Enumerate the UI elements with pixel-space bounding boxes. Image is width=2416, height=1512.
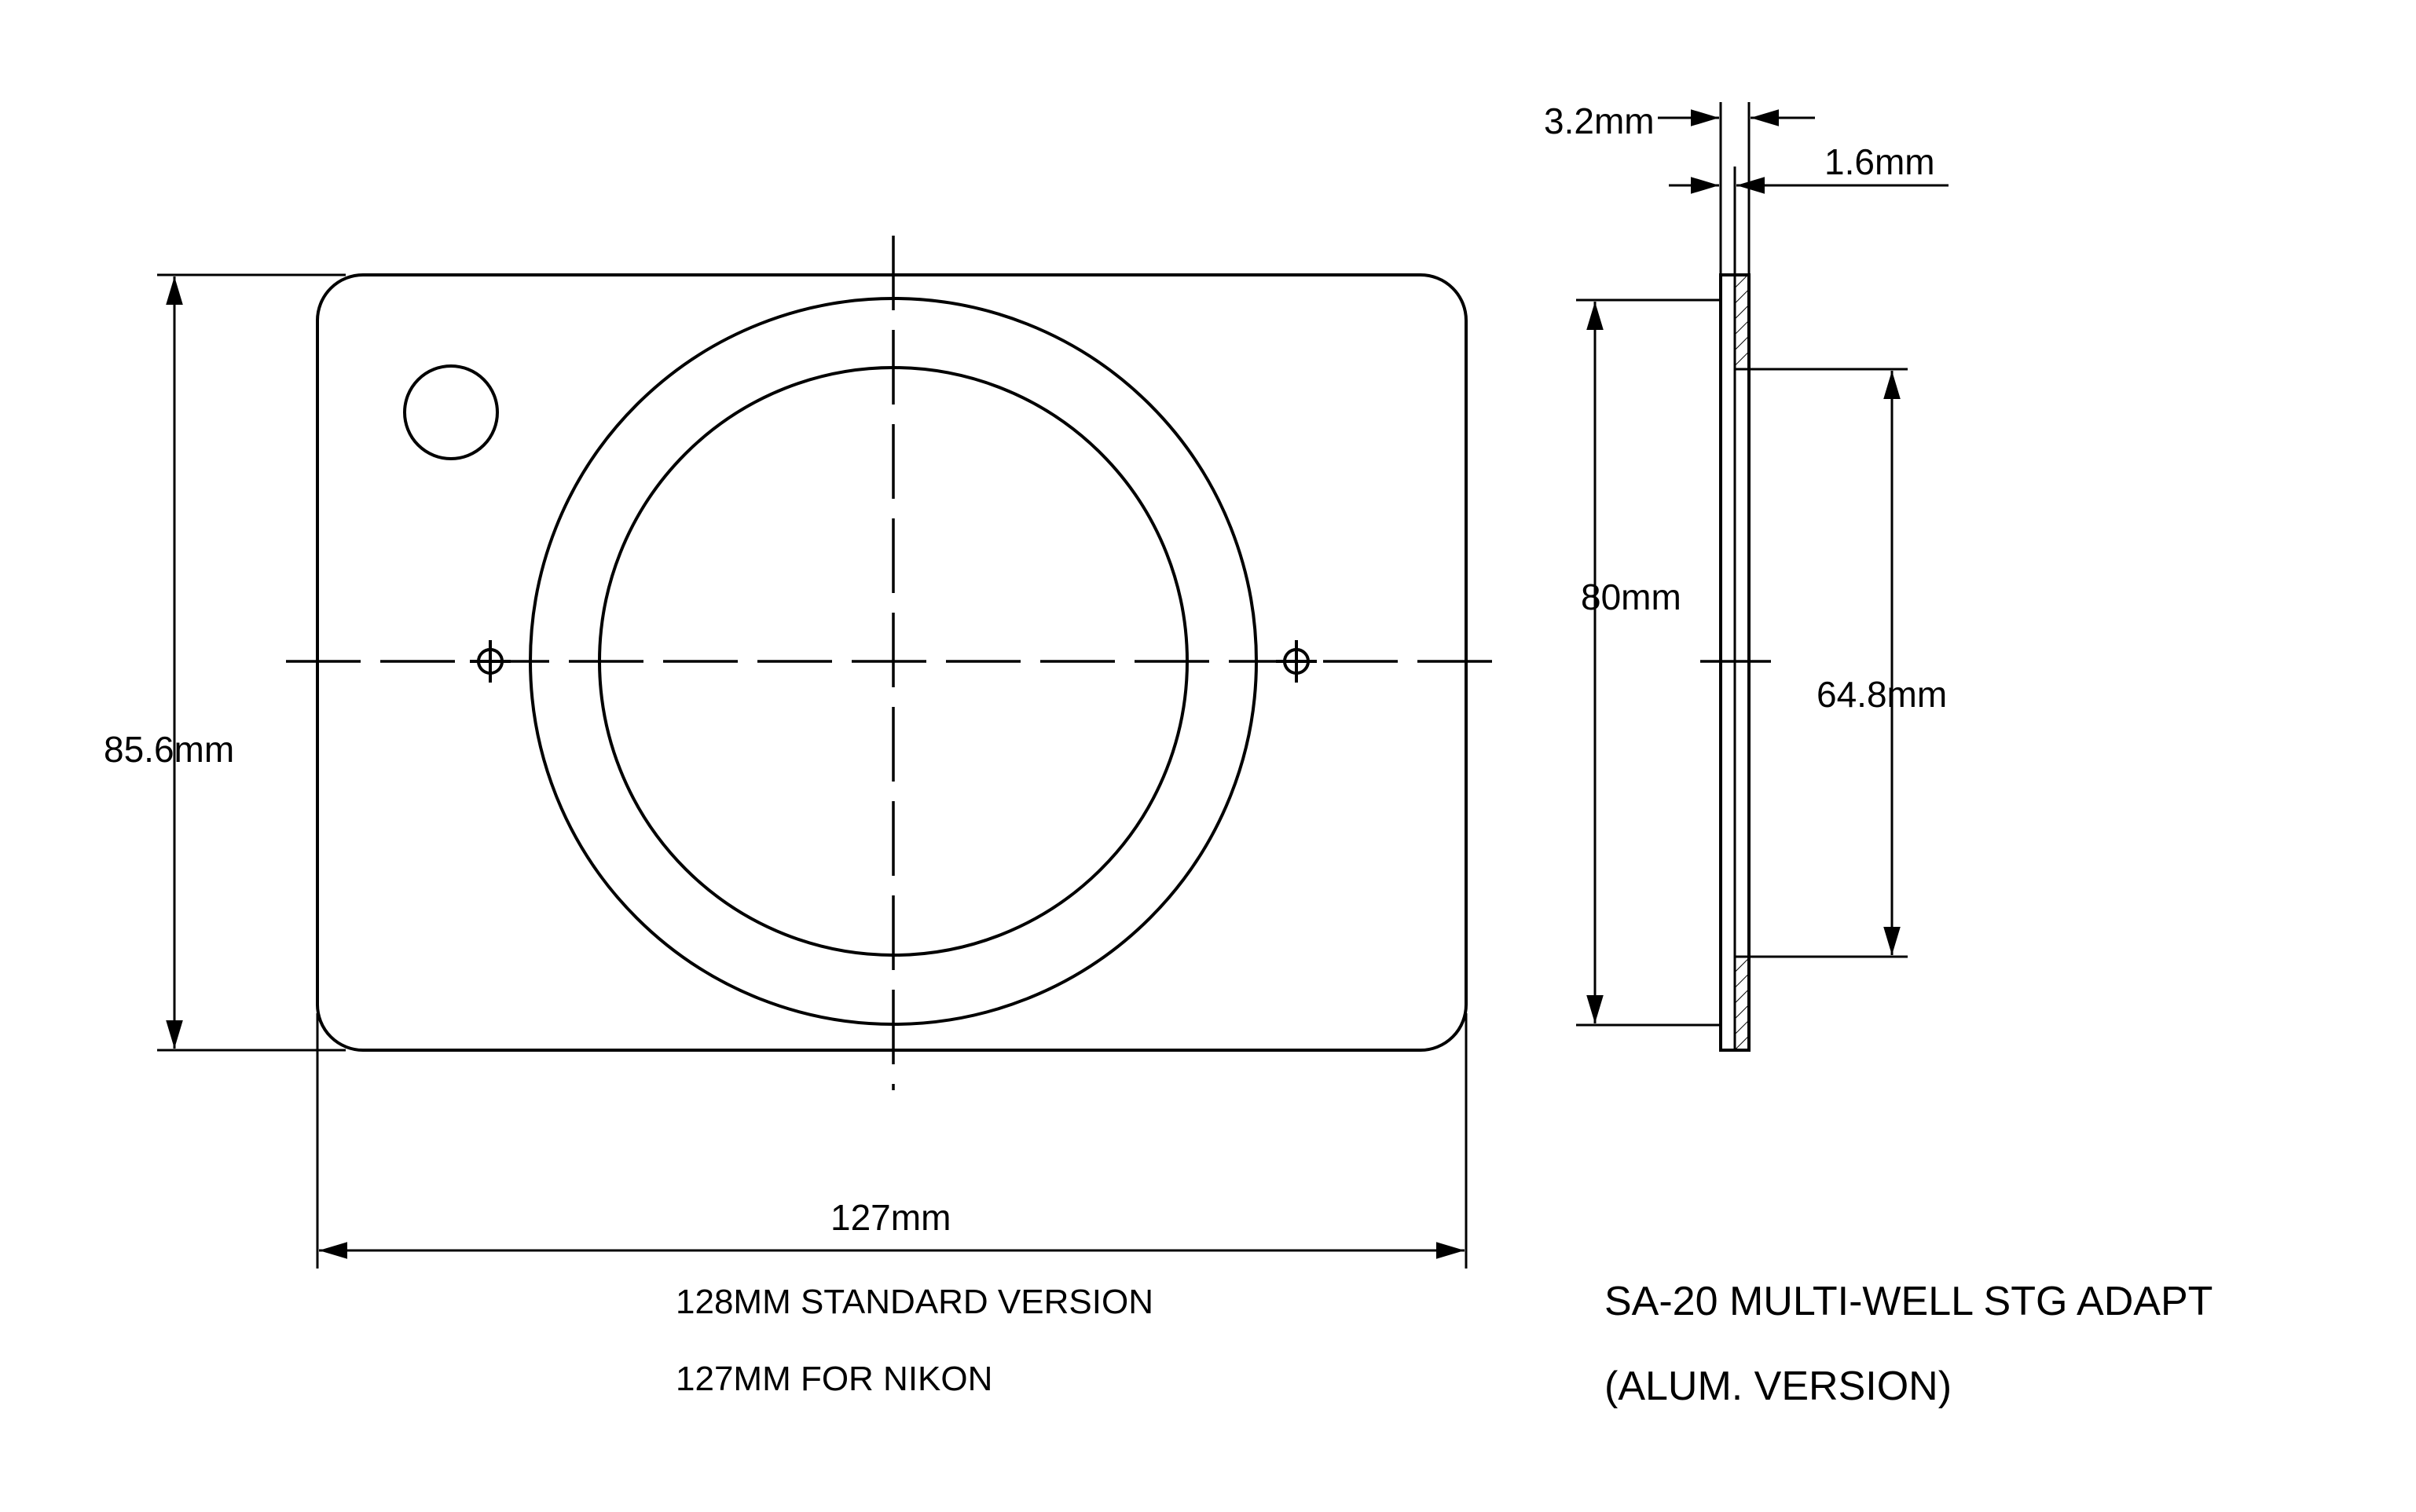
height-dimension: 85.6mm	[104, 273, 346, 1052]
corner-hole	[403, 364, 499, 460]
thickness-1-6-label: 1.6mm	[1824, 141, 1935, 182]
recess-80-dimension: 80mm	[1576, 298, 1721, 1027]
title-block: SA-20 MULTI-WELL STG ADAPT (ALUM. VERSIO…	[1604, 1279, 2213, 1409]
thickness-3-2-label: 3.2mm	[1544, 101, 1655, 141]
width-dimension: 127mm	[316, 1013, 1468, 1269]
opening-64-8-dimension: 64.8mm	[1735, 368, 1947, 958]
side-view: 3.2mm 1.6mm 80mm 64.8mm	[1544, 101, 1949, 1052]
title-line-2: (ALUM. VERSION)	[1604, 1364, 1952, 1409]
screw-hole-left	[470, 640, 511, 683]
thickness-3-2-dimension: 3.2mm	[1544, 101, 1815, 275]
note-nikon-version: 127MM FOR NIKON	[676, 1360, 992, 1398]
opening-64-8-label: 64.8mm	[1817, 674, 1947, 715]
front-view: 85.6mm 127mm	[104, 236, 1501, 1269]
thickness-1-6-dimension: 1.6mm	[1669, 141, 1949, 194]
height-label: 85.6mm	[104, 729, 234, 770]
width-label: 127mm	[830, 1197, 951, 1238]
recess-80-label: 80mm	[1581, 577, 1681, 617]
note-standard-version: 128MM STANDARD VERSION	[676, 1283, 1153, 1321]
screw-hole-right	[1276, 640, 1317, 683]
hatch-top	[1733, 273, 1751, 371]
notes: 128MM STANDARD VERSION 127MM FOR NIKON	[676, 1283, 1153, 1398]
title-line-1: SA-20 MULTI-WELL STG ADAPT	[1604, 1279, 2213, 1324]
hatch-bottom	[1733, 955, 1751, 1052]
